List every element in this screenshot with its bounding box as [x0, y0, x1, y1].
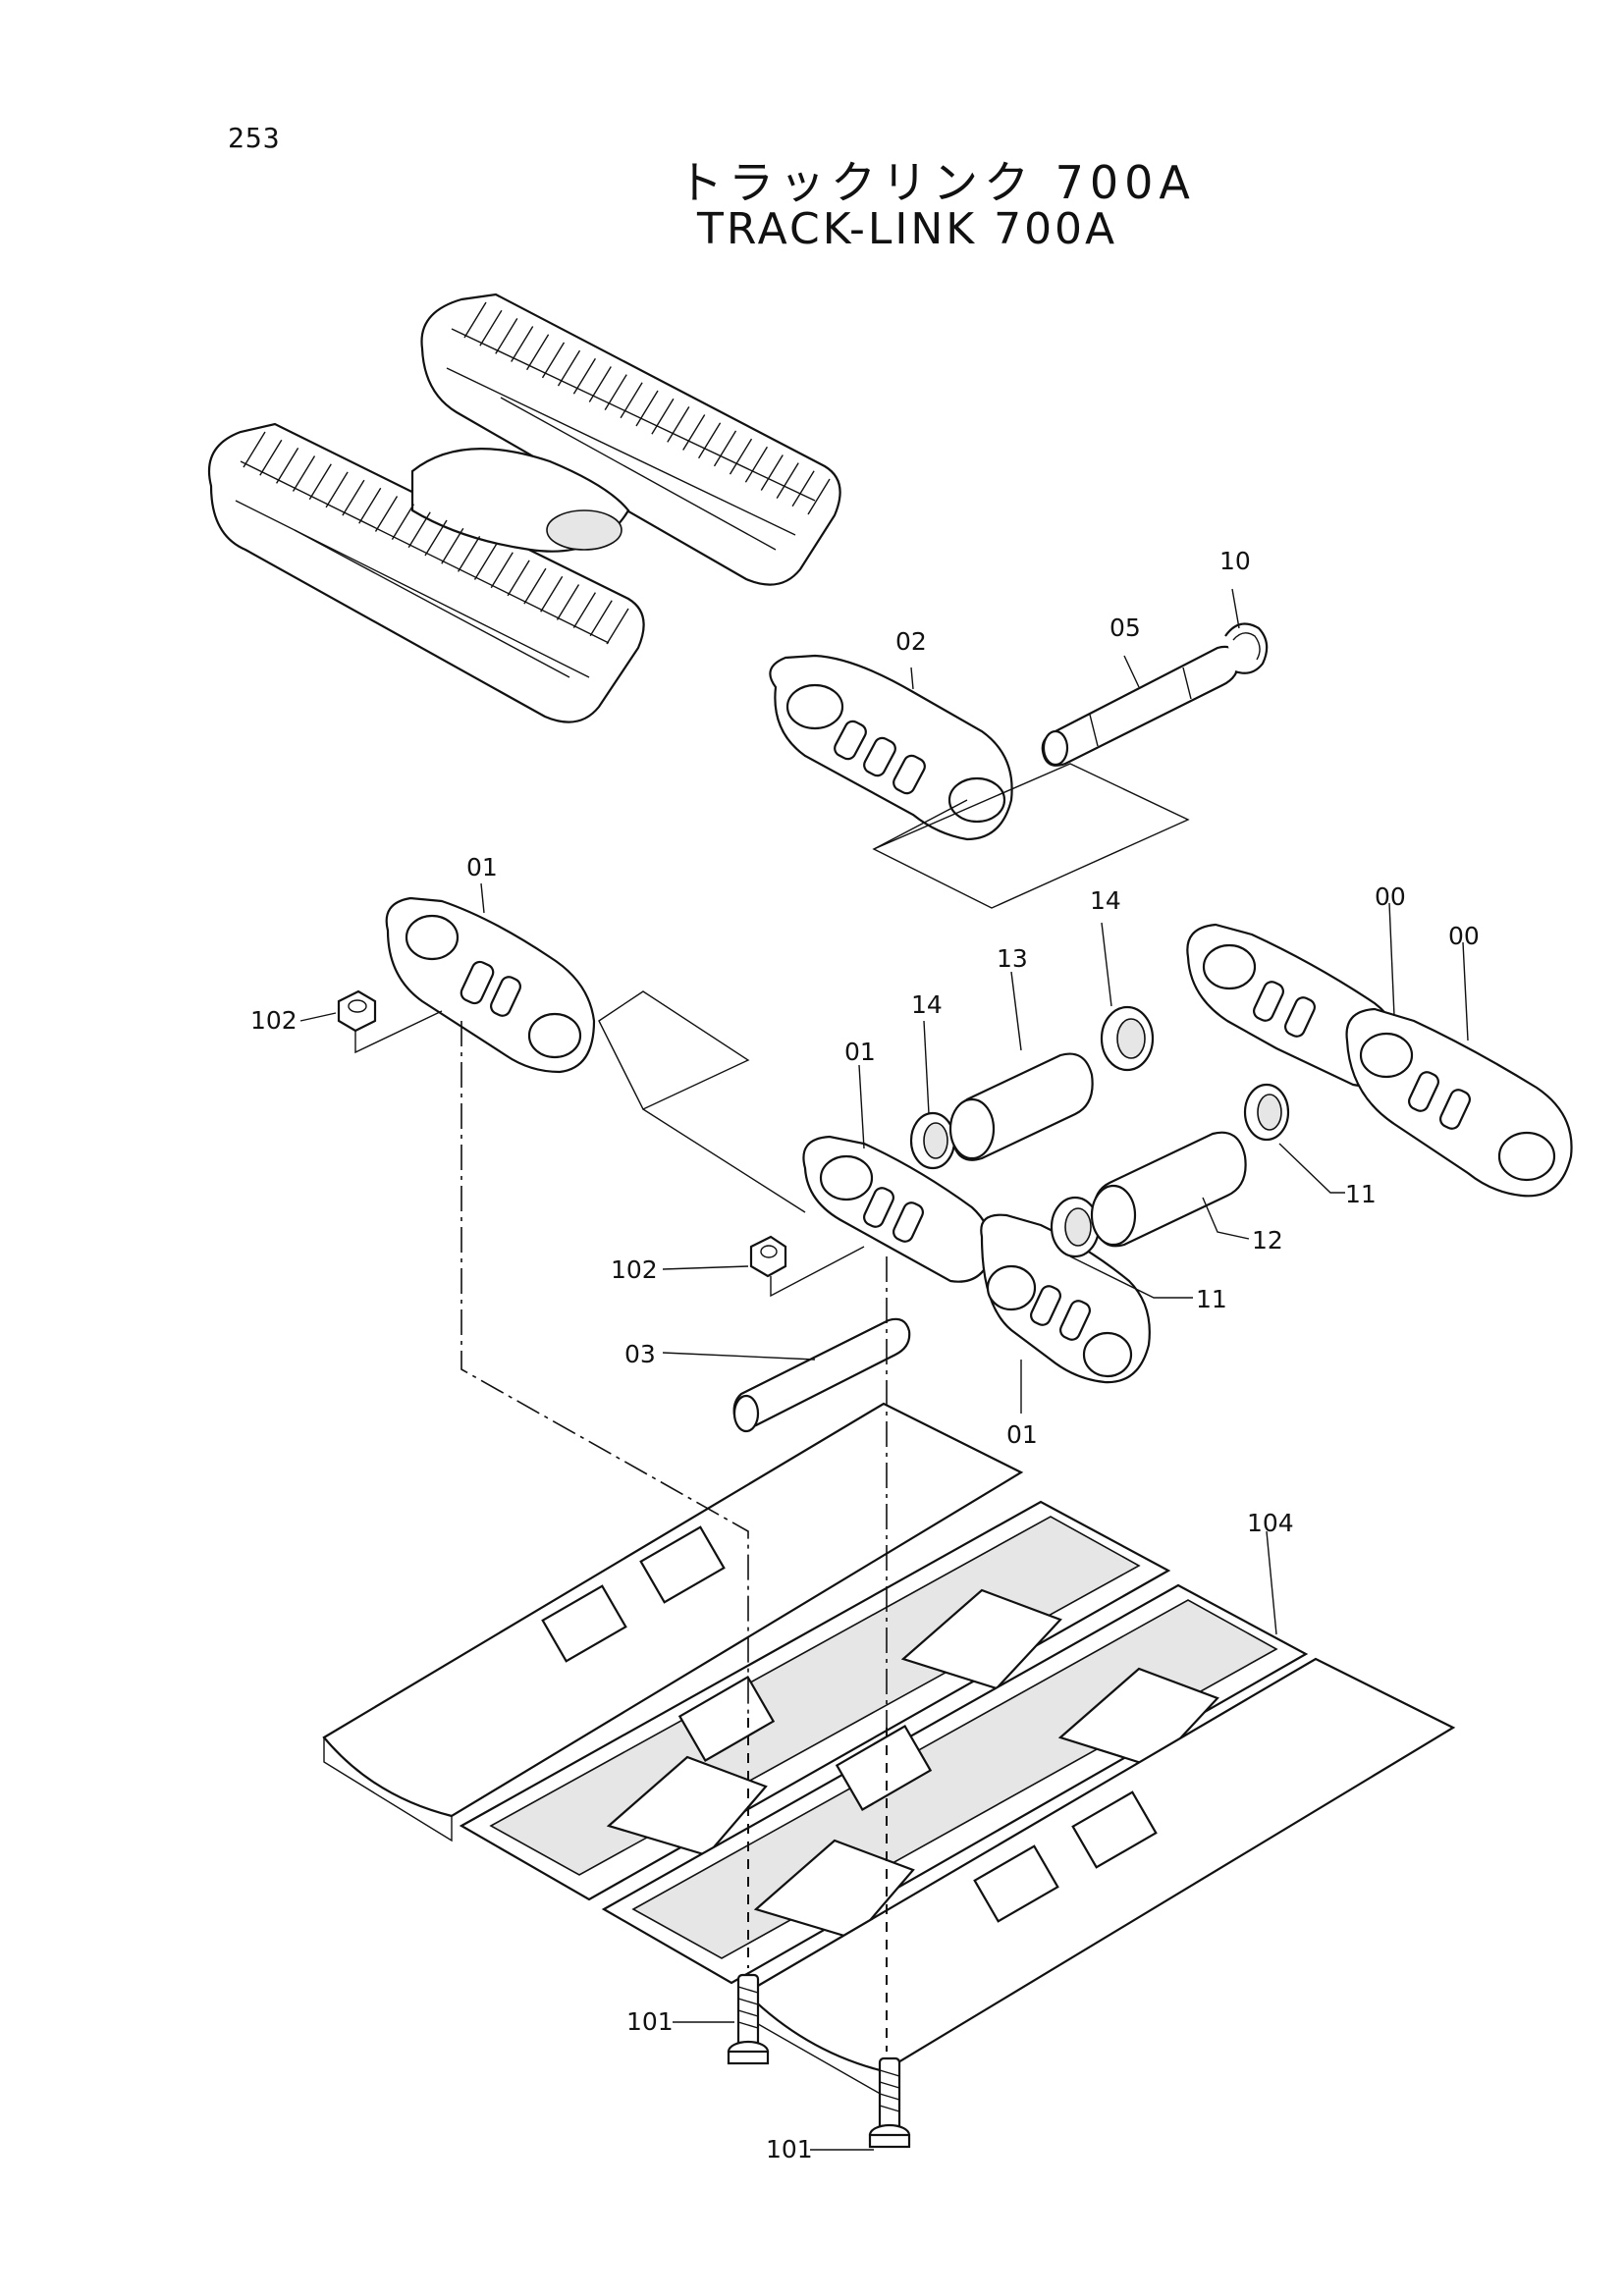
track-link-01-lower: [980, 1213, 1151, 1384]
callout-00-back: 00: [1375, 882, 1406, 911]
leader-lines: [299, 588, 1469, 2151]
callout-10: 10: [1219, 547, 1251, 575]
callout-01-lower: 01: [1006, 1420, 1038, 1449]
left-crawler-track: [207, 422, 645, 723]
callout-05: 05: [1109, 614, 1141, 642]
track-shoe-104-lower-right: [677, 1657, 1456, 2098]
callout-14-left: 14: [911, 990, 943, 1019]
bushing-13: [948, 1052, 1094, 1161]
callout-11-lower: 11: [1196, 1285, 1227, 1313]
callout-101-left: 101: [626, 2007, 674, 2036]
spacer-11-lower: [1050, 1196, 1101, 1258]
assembly-centerlines: [460, 1021, 888, 2052]
page-number: 253: [228, 122, 281, 154]
square-assembly-guide: [872, 763, 1190, 909]
shoe-bolt-101-right: [868, 2056, 911, 2149]
nut-102-upper: [337, 989, 443, 1054]
callout-13: 13: [997, 944, 1028, 973]
callout-12: 12: [1252, 1226, 1283, 1255]
track-link-01-upper: [385, 896, 596, 1074]
seal-ring-14-right: [1100, 1005, 1155, 1072]
master-link-02: [769, 654, 1013, 841]
callout-11-upper: 11: [1345, 1180, 1377, 1208]
track-link-01-center: [802, 1135, 994, 1283]
right-crawler-track: [420, 293, 841, 586]
title-english: TRACK-LINK 700A: [697, 204, 1118, 254]
seal-ring-14-left: [909, 1111, 956, 1170]
track-shoe-104-upper-left: [322, 1402, 1024, 1842]
callout-102-upper: 102: [250, 1006, 298, 1035]
title-japanese: トラックリンク 700A: [677, 156, 1196, 209]
callout-101-right: 101: [766, 2135, 813, 2163]
callout-102-lower: 102: [611, 1255, 658, 1284]
bushing-12: [1090, 1131, 1247, 1248]
undercarriage-overview-illustration: [207, 293, 841, 723]
pin-03: [732, 1317, 911, 1433]
callout-02: 02: [895, 627, 927, 656]
track-link-00-front: [1345, 1007, 1573, 1198]
callout-104: 104: [1247, 1509, 1294, 1537]
callout-01-upper: 01: [466, 853, 498, 881]
link-pin-05: [1041, 645, 1241, 767]
callout-labels: 10 05 02 01 102 00 00 14 13 14 01 11 12 …: [250, 547, 1480, 2163]
callout-01-center: 01: [844, 1038, 876, 1066]
shoe-bolt-101-left: [727, 1973, 770, 2065]
track-shoe-104-grouser-2: [601, 1583, 1309, 1985]
spacer-11-upper: [1243, 1083, 1290, 1142]
callout-03: 03: [624, 1340, 656, 1368]
nut-102-lower: [749, 1235, 865, 1298]
center-frame: [410, 448, 630, 553]
snap-ring-10: [1224, 622, 1269, 674]
square-assembly-guide-left: [598, 990, 806, 1213]
callout-00-front: 00: [1448, 922, 1480, 950]
track-shoe-104-grouser-1: [459, 1500, 1171, 1901]
callout-14-right: 14: [1090, 886, 1121, 915]
